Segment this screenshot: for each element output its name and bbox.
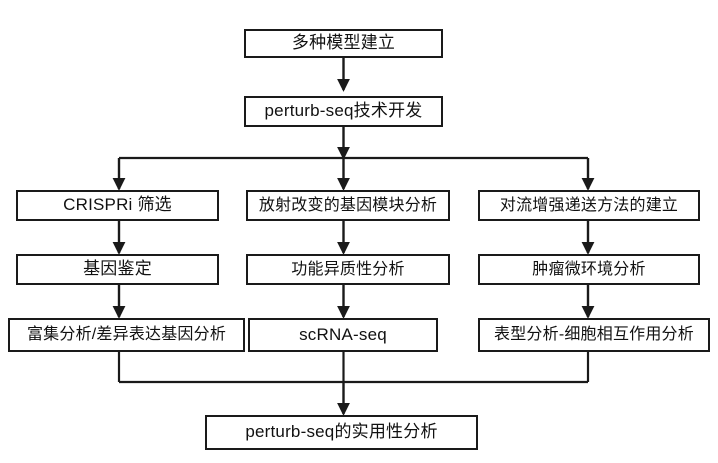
- node-perturbseq[interactable]: perturb-seq技术开发: [244, 96, 443, 127]
- node-utility-label: perturb-seq的实用性分析: [245, 422, 438, 442]
- node-microenv-label: 肿瘤微环境分析: [532, 260, 646, 278]
- node-enrichment[interactable]: 富集分析/差异表达基因分析: [8, 318, 245, 352]
- node-gene-id[interactable]: 基因鉴定: [16, 254, 219, 285]
- node-model-label: 多种模型建立: [291, 33, 396, 53]
- node-delivery-label: 对流增强递送方法的建立: [499, 196, 679, 214]
- node-utility[interactable]: perturb-seq的实用性分析: [205, 415, 478, 450]
- node-perturbseq-label: perturb-seq技术开发: [264, 101, 423, 121]
- node-gene-id-label: 基因鉴定: [83, 259, 152, 279]
- node-gene-module-label: 放射改变的基因模块分析: [258, 196, 438, 214]
- node-enrichment-label: 富集分析/差异表达基因分析: [26, 326, 227, 344]
- node-crispri-label: CRISPRi 筛选: [63, 195, 172, 215]
- node-crispri[interactable]: CRISPRi 筛选: [16, 190, 219, 221]
- node-heterogeneity-label: 功能异质性分析: [291, 260, 405, 278]
- node-model[interactable]: 多种模型建立: [244, 29, 443, 58]
- node-delivery[interactable]: 对流增强递送方法的建立: [478, 190, 700, 221]
- node-phenotype[interactable]: 表型分析-细胞相互作用分析: [478, 318, 710, 352]
- node-microenv[interactable]: 肿瘤微环境分析: [478, 254, 700, 285]
- node-scrnaseq-label: scRNA-seq: [299, 324, 387, 344]
- node-heterogeneity[interactable]: 功能异质性分析: [246, 254, 450, 285]
- node-scrnaseq[interactable]: scRNA-seq: [248, 318, 438, 352]
- node-gene-module[interactable]: 放射改变的基因模块分析: [246, 190, 450, 221]
- node-phenotype-label: 表型分析-细胞相互作用分析: [494, 326, 694, 344]
